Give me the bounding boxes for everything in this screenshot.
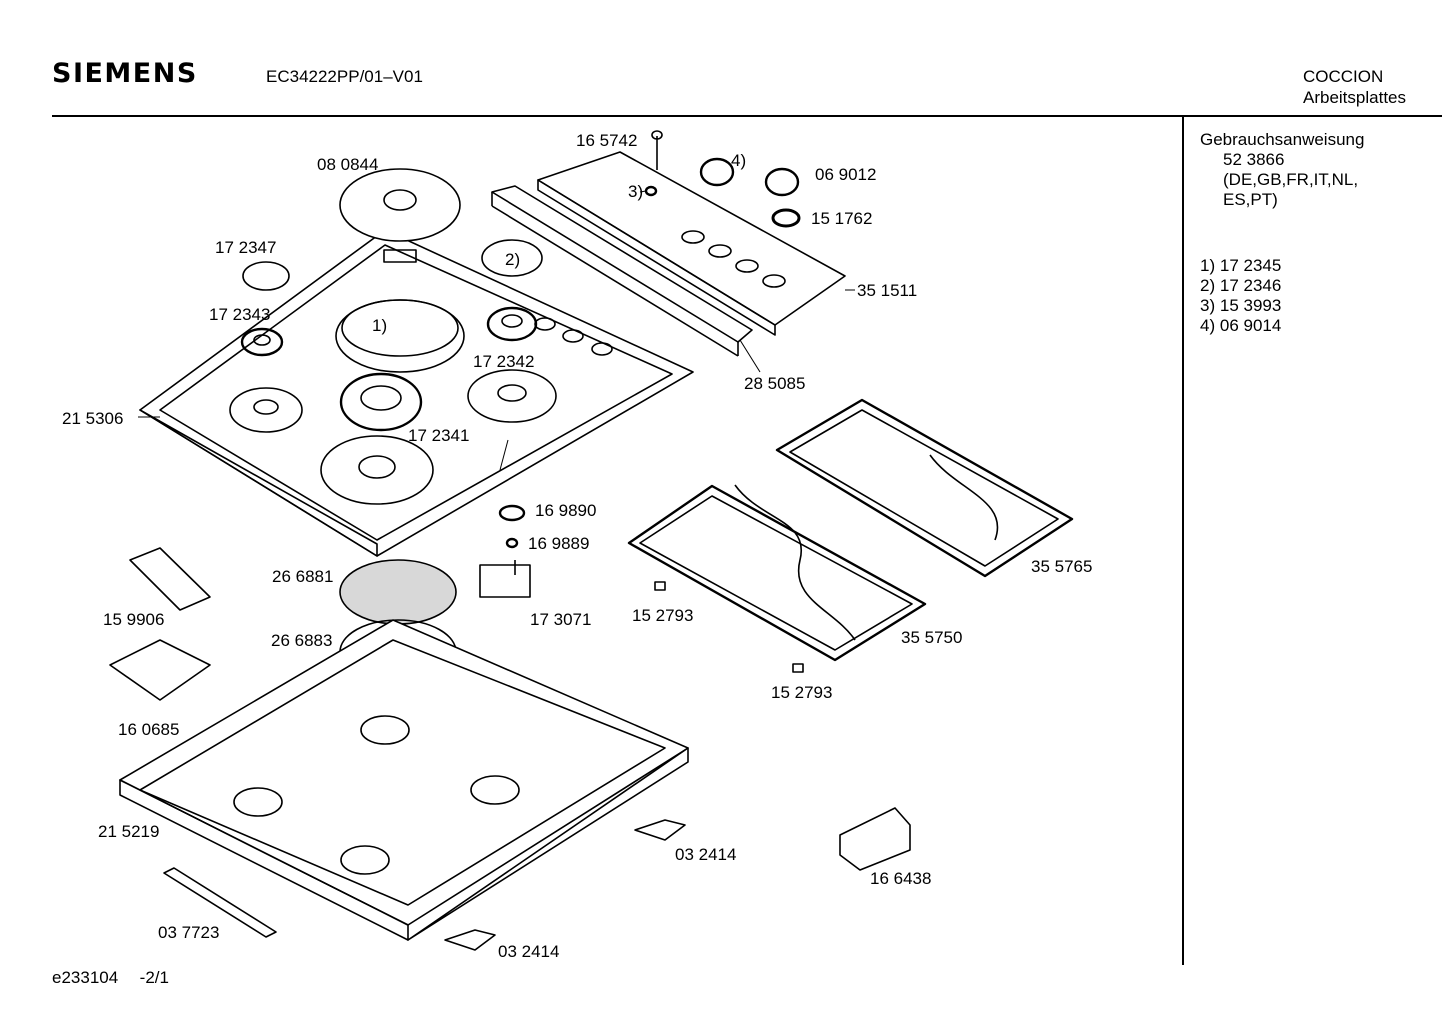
callout-17-2347: 17 2347 <box>215 238 277 257</box>
manual-number: 52 3866 <box>1223 150 1285 169</box>
burner-rings <box>229 306 557 505</box>
control-panel <box>491 151 846 357</box>
base-tray <box>119 619 689 941</box>
manual-note: Gebrauchsanweisung 52 3866 (DE,GB,FR,IT,… <box>1200 130 1364 210</box>
leader-lines <box>138 190 855 471</box>
callout-1: 1) <box>372 316 388 335</box>
exploded-parts-drawing <box>109 130 1074 951</box>
callout-16-9890: 16 9890 <box>535 501 597 520</box>
callout-15-9906: 15 9906 <box>103 610 165 629</box>
pan-supports <box>627 398 1074 662</box>
callout-15-2793-b: 15 2793 <box>771 683 833 702</box>
callout-35-5765: 35 5765 <box>1031 557 1093 576</box>
category-line-1: COCCION <box>1303 67 1384 86</box>
manual-languages-2: ES,PT) <box>1223 190 1278 209</box>
footer-page: -2/1 <box>139 968 169 987</box>
callout-15-1762: 15 1762 <box>811 209 873 228</box>
callout-17-3071: 17 3071 <box>530 610 592 629</box>
callout-26-6881: 26 6881 <box>272 567 334 586</box>
callout-17-2341: 17 2341 <box>408 426 470 445</box>
callout-35-1511: 35 1511 <box>857 281 918 300</box>
category: COCCION Arbeitsplattes <box>1303 66 1406 108</box>
legend-item: 3) 15 3993 <box>1200 296 1282 315</box>
brand-logo: SIEMENS <box>52 58 198 89</box>
footer: e233104 -2/1 <box>52 968 169 988</box>
callout-15-2793-a: 15 2793 <box>632 606 694 625</box>
callout-17-2342: 17 2342 <box>473 352 535 371</box>
small-parts <box>109 504 911 951</box>
callout-26-6883: 26 6883 <box>271 631 333 650</box>
legend-item: 4) 06 9014 <box>1200 316 1282 335</box>
callout-35-5750: 35 5750 <box>901 628 963 647</box>
callout-03-2414-a: 03 2414 <box>675 845 737 864</box>
callout-03-7723: 03 7723 <box>158 923 220 942</box>
callout-4: 4) <box>731 151 747 170</box>
callout-2: 2) <box>505 250 521 269</box>
callout-16-6438: 16 6438 <box>870 869 932 888</box>
manual-languages-1: (DE,GB,FR,IT,NL, <box>1223 170 1359 189</box>
callout-03-2414-b: 03 2414 <box>498 942 560 961</box>
legend-item: 1) 17 2345 <box>1200 256 1282 275</box>
hob-top-plate <box>139 229 694 557</box>
callout-21-5219: 21 5219 <box>98 822 160 841</box>
header-divider <box>52 115 1442 117</box>
callout-17-2343: 17 2343 <box>209 305 271 324</box>
callout-3: 3) <box>628 182 644 201</box>
footer-code: e233104 <box>52 968 119 987</box>
model-number: EC34222PP/01–V01 <box>266 67 423 86</box>
legend-list: 1) 17 2345 2) 17 2346 3) 15 3993 4) 06 9… <box>1200 256 1281 336</box>
callout-16-9889: 16 9889 <box>528 534 590 553</box>
callout-08-0844: 08 0844 <box>317 155 379 174</box>
callout-28-5085: 28 5085 <box>744 374 806 393</box>
callout-21-5306: 21 5306 <box>62 409 124 428</box>
legend-item: 2) 17 2346 <box>1200 276 1282 295</box>
manual-title: Gebrauchsanweisung <box>1200 130 1365 149</box>
sidebar-divider <box>1182 117 1184 965</box>
knobs <box>644 130 801 228</box>
callout-16-0685: 16 0685 <box>118 720 180 739</box>
callout-16-5742: 16 5742 <box>576 131 638 150</box>
callout-06-9012: 06 9012 <box>815 165 877 184</box>
category-line-2: Arbeitsplattes <box>1303 88 1406 107</box>
hot-plates <box>242 168 613 373</box>
